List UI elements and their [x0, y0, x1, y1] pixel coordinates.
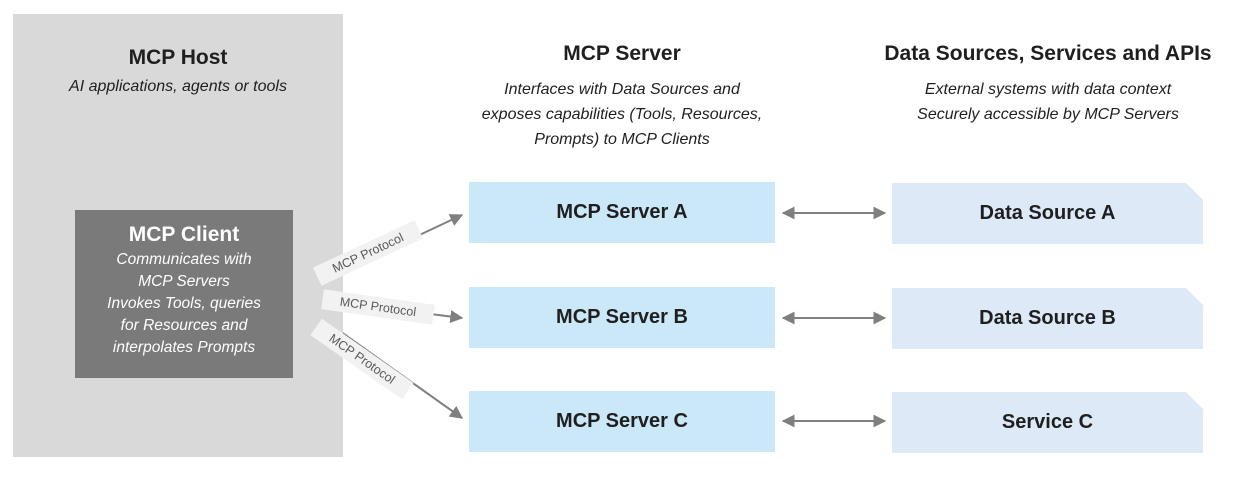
- data-source-b-box: Data Source B: [892, 288, 1203, 349]
- client-description-line: interpolates Prompts: [112, 339, 256, 356]
- client-description-line: MCP Servers: [138, 273, 230, 290]
- host-subtitle: AI applications, agents or tools: [69, 78, 287, 95]
- data-source-a-box: Data Source A: [892, 183, 1203, 244]
- servers-column-header: MCP Server Interfaces with Data Sources …: [429, 42, 815, 152]
- data-column-title: Data Sources, Services and APIs: [884, 42, 1212, 65]
- client-title: MCP Client: [128, 223, 240, 246]
- mcp-server-b-label: MCP Server B: [556, 306, 688, 328]
- mcp-server-c-label: MCP Server C: [556, 410, 688, 432]
- servers-subtitle-line: exposes capabilities (Tools, Resources,: [481, 106, 763, 123]
- servers-subtitle-line: Prompts) to MCP Clients: [534, 131, 710, 148]
- service-c-label: Service C: [1001, 411, 1094, 433]
- data-subtitle-line: Securely accessible by MCP Servers: [917, 106, 1179, 123]
- client-description-line: Invokes Tools, queries: [107, 295, 261, 312]
- mcp-client-box: MCP Client Communicates with MCP Servers…: [75, 210, 293, 378]
- data-source-a-label: Data Source A: [979, 202, 1116, 224]
- mcp-server-b-box: MCP Server B: [469, 287, 775, 348]
- mcp-server-c-box: MCP Server C: [469, 391, 775, 452]
- data-column-subtitle: External systems with data context Secur…: [860, 77, 1235, 127]
- data-source-b-label: Data Source B: [979, 307, 1116, 329]
- client-description: Communicates with MCP Servers Invokes To…: [75, 249, 293, 359]
- host-title: MCP Host: [128, 46, 228, 69]
- mcp-host-panel: MCP Host AI applications, agents or tool…: [13, 14, 343, 457]
- client-description-line: Communicates with: [116, 251, 252, 268]
- servers-column-title: MCP Server: [563, 42, 681, 65]
- mcp-server-a-label: MCP Server A: [556, 201, 688, 223]
- mcp-server-a-box: MCP Server A: [469, 182, 775, 243]
- data-column-header: Data Sources, Services and APIs External…: [860, 42, 1235, 127]
- client-description-line: for Resources and: [120, 317, 248, 334]
- servers-subtitle-line: Interfaces with Data Sources and: [504, 81, 740, 98]
- service-c-box: Service C: [892, 392, 1203, 453]
- servers-column-subtitle: Interfaces with Data Sources and exposes…: [429, 77, 815, 152]
- data-subtitle-line: External systems with data context: [924, 81, 1172, 98]
